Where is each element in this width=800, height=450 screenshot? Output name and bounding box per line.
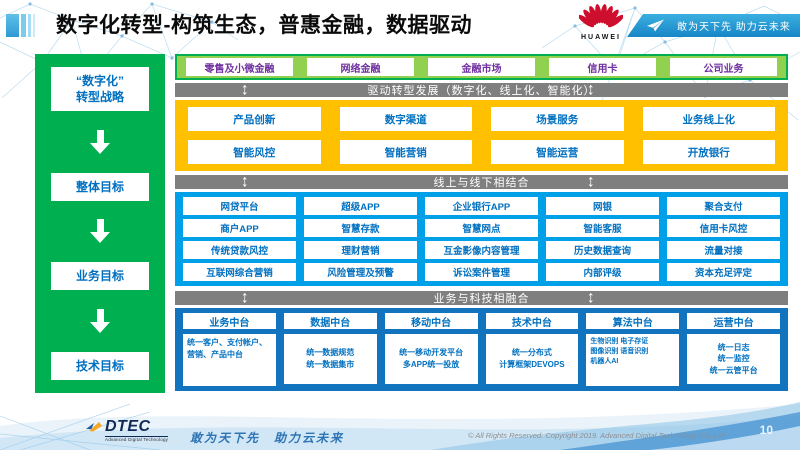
banner-text: 业务与科技相融合 — [433, 293, 530, 305]
huawei-wordmark: HUAWEI — [581, 34, 621, 41]
business-line-cell: 信用卡 — [549, 58, 656, 76]
channel-cell: 智慧存款 — [304, 219, 417, 237]
copyright-text: © All Rights Reserved. Copyright 2019. A… — [468, 431, 725, 440]
paper-plane-icon — [647, 19, 664, 32]
channel-cell: 理财营销 — [304, 241, 417, 259]
banner-text: 线上与线下相结合 — [433, 177, 530, 189]
channel-cell: 流量对接 — [667, 241, 780, 259]
channel-cell: 传统贷款风控 — [183, 241, 296, 259]
middle-platform-grid: 业务中台 数据中台 移动中台 技术中台 算法中台 运营中台 统一客户、支付帐户、… — [175, 308, 788, 391]
platform-title: 运营中台 — [687, 313, 780, 329]
platform-detail: 统一数据规范 统一数据集市 — [283, 334, 377, 384]
sidebar-item-strategy: “数字化” 转型战略 — [51, 67, 149, 111]
dtec-wordmark: DTEC — [105, 418, 151, 435]
footer-slogan: 敢为天下先 助力云未来 — [190, 431, 345, 445]
banner-drive-transform: ↕ 驱动转型发展（数字化、线上化、智能化） ↕ — [175, 79, 788, 99]
transform-cell: 智能风控 — [188, 140, 321, 164]
transform-cell: 产品创新 — [188, 107, 321, 131]
channel-cell: 网银 — [546, 197, 659, 215]
header-slogan-banner: 敢为天下先 助力云未来 — [627, 14, 800, 37]
transform-cell: 智能营销 — [339, 140, 472, 164]
banner-text: 驱动转型发展（数字化、线上化、智能化） — [367, 85, 596, 97]
transform-cell: 业务线上化 — [642, 107, 775, 131]
dtec-logo: DTEC Advanced Digital Technology — [86, 418, 169, 442]
updown-arrow-icon: ↕ — [241, 171, 250, 191]
channel-cell: 历史数据查询 — [546, 241, 659, 259]
channel-cell: 超级APP — [304, 197, 417, 215]
sidebar-item-tech-goal: 技术目标 — [51, 351, 149, 380]
channel-cell: 互金影像内容管理 — [425, 241, 538, 259]
transform-cell: 智能运营 — [491, 140, 624, 164]
down-arrow-icon — [90, 309, 110, 334]
transform-cell: 开放银行 — [642, 140, 775, 164]
sidebar-item-business-goal: 业务目标 — [51, 262, 149, 291]
page-title: 数字化转型-构筑生态，普惠金融，数据驱动 — [56, 14, 472, 37]
channel-cell: 风险管理及预警 — [304, 263, 417, 281]
platform-detail: 统一分布式 计算框架DEVOPS — [485, 334, 579, 384]
huawei-logo: HUAWEI — [574, 3, 628, 41]
architecture-diagram: 零售及小微金融 网络金融 金融市场 信用卡 公司业务 ↕ 驱动转型发展（数字化、… — [175, 54, 788, 391]
channel-cell: 互联网综合营销 — [183, 263, 296, 281]
banner-business-tech: ↕ 业务与科技相融合 ↕ — [175, 287, 788, 307]
channel-cell: 商户APP — [183, 219, 296, 237]
down-arrow-icon — [90, 129, 110, 154]
footer-wave-decoration — [0, 402, 800, 450]
dtec-arrow-icon — [86, 422, 102, 432]
channel-cell: 资本充足评定 — [667, 263, 780, 281]
platform-detail: 统一移动开发平台 多APP统一投放 — [384, 334, 478, 384]
transform-cell: 数字渠道 — [339, 107, 472, 131]
channel-cell: 网贷平台 — [183, 197, 296, 215]
strategy-sidebar: “数字化” 转型战略 整体目标 业务目标 技术目标 — [35, 54, 165, 393]
channel-cell: 智慧网点 — [425, 219, 538, 237]
title-accent-icon — [6, 14, 35, 37]
updown-arrow-icon: ↕ — [241, 287, 250, 307]
channel-cell: 企业银行APP — [425, 197, 538, 215]
platform-title: 业务中台 — [183, 313, 276, 329]
platform-detail: 生物识别 电子存证 图像识别 语音识别 机器人AI — [586, 334, 680, 386]
business-line-cell: 零售及小微金融 — [186, 58, 293, 76]
platform-title: 算法中台 — [586, 313, 680, 329]
transform-cell: 场景服务 — [491, 107, 624, 131]
platform-title: 移动中台 — [384, 313, 478, 329]
platform-title: 数据中台 — [283, 313, 377, 329]
business-lines-row: 零售及小微金融 网络金融 金融市场 信用卡 公司业务 — [175, 54, 788, 80]
business-line-cell: 公司业务 — [670, 58, 777, 76]
banner-online-offline: ↕ 线上与线下相结合 ↕ — [175, 171, 788, 191]
channel-cell: 内部评级 — [546, 263, 659, 281]
channels-grid: 网贷平台 超级APP 企业银行APP 网银 聚合支付 商户APP 智慧存款 智慧… — [175, 192, 788, 286]
channel-cell: 聚合支付 — [667, 197, 780, 215]
platform-title: 技术中台 — [485, 313, 579, 329]
sidebar-item-overall-goal: 整体目标 — [51, 172, 149, 201]
updown-arrow-icon: ↕ — [587, 79, 596, 99]
down-arrow-icon — [90, 219, 110, 244]
transformation-grid: 产品创新 数字渠道 场景服务 业务线上化 智能风控 智能营销 智能运营 开放银行 — [175, 100, 788, 171]
page-number: 10 — [759, 423, 773, 437]
dtec-sub-text: Advanced Digital Technology — [105, 436, 169, 442]
updown-arrow-icon: ↕ — [241, 79, 250, 99]
platform-detail: 统一日志 统一监控 统一云管平台 — [687, 334, 780, 384]
channel-cell: 信用卡风控 — [667, 219, 780, 237]
channel-cell: 智能客服 — [546, 219, 659, 237]
business-line-cell: 金融市场 — [428, 58, 535, 76]
business-line-cell: 网络金融 — [307, 58, 414, 76]
platform-detail: 统一客户、支付帐户、营销、产品中台 — [183, 334, 276, 386]
updown-arrow-icon: ↕ — [587, 171, 596, 191]
channel-cell: 诉讼案件管理 — [425, 263, 538, 281]
header-slogan-text: 敢为天下先 助力云未来 — [677, 22, 791, 33]
updown-arrow-icon: ↕ — [587, 287, 596, 307]
huawei-flower-icon — [578, 4, 624, 28]
